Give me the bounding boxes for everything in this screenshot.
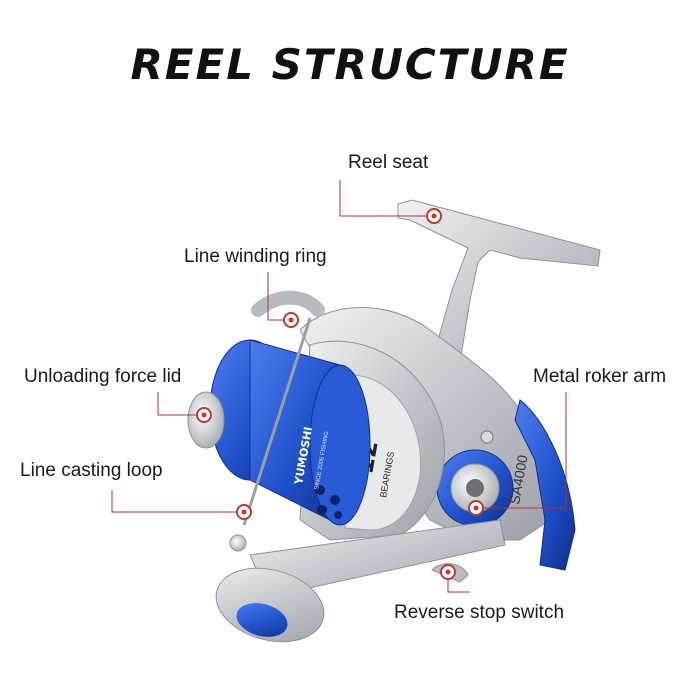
- crank-handle: [215, 519, 506, 643]
- spool: YUMOSHI SINCE 2006 FISHING: [187, 339, 371, 526]
- leader-line-metal-roker-arm: [482, 392, 567, 509]
- label-reverse-stop-switch: Reverse stop switch: [394, 602, 565, 623]
- pointer-line-winding-ring: [283, 312, 299, 328]
- leader-lines: [111, 180, 567, 593]
- bail-arm: [229, 290, 325, 552]
- label-reel-seat: Reel seat: [348, 152, 429, 173]
- label-unloading-force-lid: Unloading force lid: [24, 366, 182, 387]
- pointer-unloading-force-lid: [196, 407, 212, 423]
- pointer-metal-roker-arm: [468, 500, 484, 516]
- label-line-winding-ring: Line winding ring: [184, 246, 327, 267]
- label-metal-roker-arm: Metal roker arm: [533, 366, 667, 387]
- leader-line-reel-seat: [339, 180, 428, 217]
- page-title: REEL STRUCTURE: [130, 40, 570, 89]
- pointer-reel-seat: [426, 208, 442, 224]
- pointer-markers: [196, 208, 484, 580]
- label-line-casting-loop: Line casting loop: [20, 460, 163, 481]
- pointer-reverse-stop-switch: [440, 564, 456, 580]
- pointer-line-casting-loop: [236, 504, 252, 520]
- leader-line-unloading-force-lid: [157, 392, 198, 416]
- leader-line-line-winding-ring: [267, 272, 286, 321]
- leader-line-line-casting-loop: [111, 490, 238, 513]
